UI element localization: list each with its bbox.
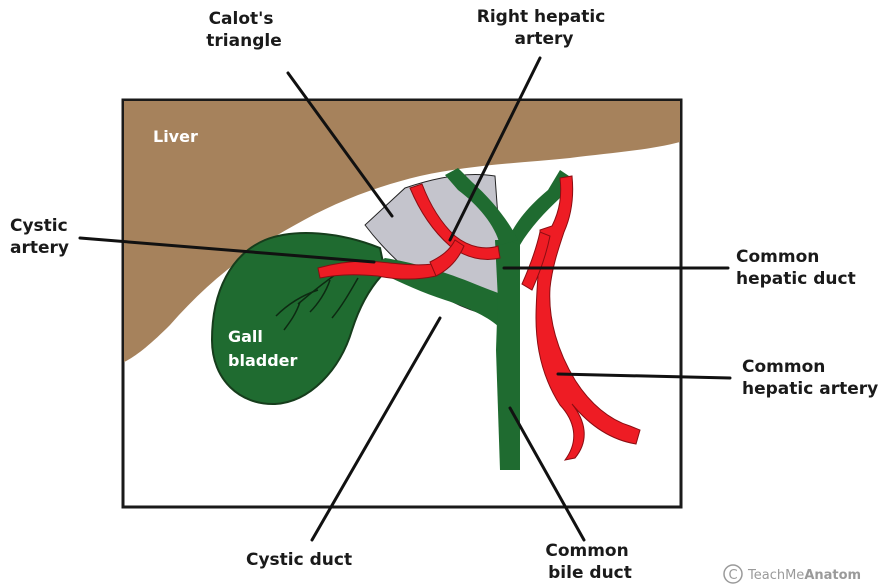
- label-common-bile-duct: Common bile duct: [545, 541, 634, 583]
- common-bile-duct: [496, 290, 520, 470]
- label-calots-triangle: Calot's triangle: [206, 9, 281, 51]
- label-liver: Liver: [153, 127, 198, 146]
- label-cystic-artery: Cystic artery: [10, 216, 74, 258]
- label-common-hepatic-artery: Common hepatic artery: [742, 357, 878, 399]
- label-common-hepatic-duct: Common hepatic duct: [736, 247, 856, 289]
- watermark-symbol: C: [728, 568, 737, 583]
- label-right-hepatic-artery: Right hepatic artery: [477, 7, 611, 49]
- watermark: C TeachMeAnatom: [724, 565, 861, 583]
- label-cystic-duct: Cystic duct: [246, 550, 352, 570]
- watermark-text: TeachMeAnatom: [747, 568, 861, 583]
